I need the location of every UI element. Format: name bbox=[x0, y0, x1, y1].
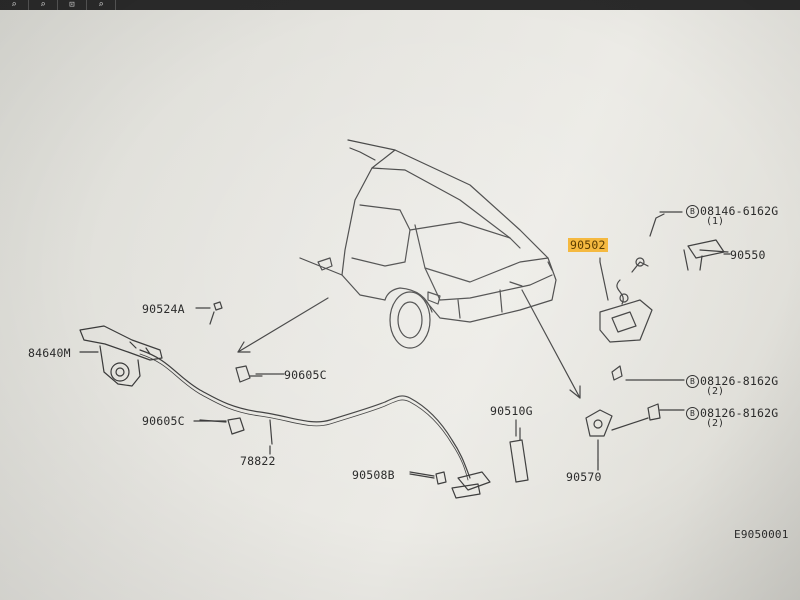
b-marker-icon: B bbox=[686, 407, 699, 420]
cable-end-90508b bbox=[409, 471, 491, 499]
part-label-90524a[interactable]: 90524A bbox=[142, 302, 185, 316]
part-label-78822[interactable]: 78822 bbox=[240, 454, 276, 468]
part-label-90605c-top[interactable]: 90605C bbox=[284, 368, 327, 382]
part-qty-08126-b: (2) bbox=[706, 418, 725, 429]
part-qty-08146: (1) bbox=[706, 216, 725, 227]
bolt-08126-b bbox=[611, 403, 685, 431]
part-label-90502[interactable]: 90502 bbox=[568, 238, 608, 252]
part-label-90508b[interactable]: 90508B bbox=[352, 468, 395, 482]
lever-assembly bbox=[79, 325, 163, 387]
pad-90510g bbox=[509, 427, 529, 483]
diagram-code: E9050001 bbox=[734, 528, 789, 541]
car-illustration bbox=[299, 139, 557, 349]
arrow-right bbox=[521, 289, 581, 399]
b-marker-icon: B bbox=[686, 205, 699, 218]
zoom-out-icon[interactable]: ⌕ bbox=[29, 0, 58, 10]
striker-90570 bbox=[585, 409, 613, 461]
zoom-in-icon[interactable]: ⌕ bbox=[0, 0, 29, 10]
b-marker-icon: B bbox=[686, 375, 699, 388]
cable-78822 bbox=[139, 349, 471, 479]
zoom-fit-icon[interactable]: ⊡ bbox=[58, 0, 87, 10]
part-code: 08146-6162G bbox=[700, 204, 779, 218]
part-qty-08126-a: (2) bbox=[706, 386, 725, 397]
arrow-left bbox=[237, 297, 329, 353]
part-label-90550[interactable]: 90550 bbox=[730, 248, 766, 262]
bolt-90524a bbox=[209, 301, 223, 325]
part-label-90605c-left[interactable]: 90605C bbox=[142, 414, 185, 428]
part-label-90510g[interactable]: 90510G bbox=[490, 404, 533, 418]
part-code: 08126-8162G bbox=[700, 374, 779, 388]
bolt-08146 bbox=[649, 211, 683, 237]
part-code: 08126-8162G bbox=[700, 406, 779, 420]
clip-90605c-top bbox=[235, 365, 263, 383]
trunk-latch-90502 bbox=[599, 257, 653, 343]
part-label-84640m[interactable]: 84640M bbox=[28, 346, 71, 360]
bolt-08126-a bbox=[611, 365, 685, 381]
zoom-reset-icon[interactable]: ⌕ bbox=[87, 0, 116, 10]
switch-90550 bbox=[683, 239, 729, 271]
viewer-toolbar: ⌕ ⌕ ⊡ ⌕ bbox=[0, 0, 800, 10]
part-label-90570[interactable]: 90570 bbox=[566, 470, 602, 484]
